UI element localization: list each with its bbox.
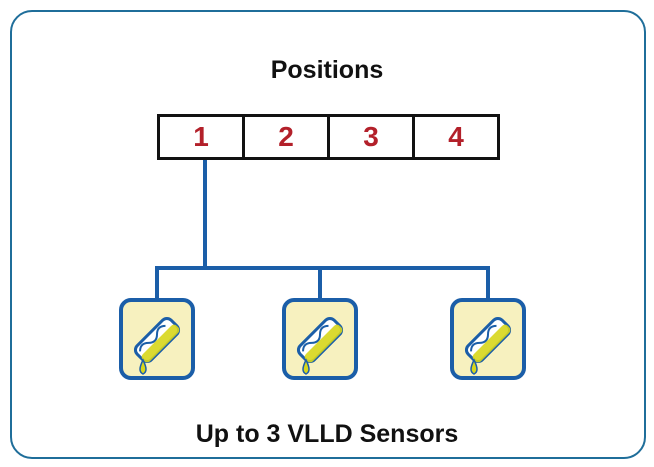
vlld-sensor-icon-3 (450, 298, 526, 380)
position-slot-2: 2 (245, 117, 330, 157)
vlld-sensor-icon-1 (119, 298, 195, 380)
vlld-sensor-icon-2 (282, 298, 358, 380)
position-slot-3: 3 (330, 117, 415, 157)
position-slot-1: 1 (160, 117, 245, 157)
sensors-caption: Up to 3 VLLD Sensors (195, 420, 459, 448)
positions-title: Positions (270, 56, 384, 84)
position-slots: 1 2 3 4 (157, 114, 500, 160)
position-slot-4: 4 (448, 121, 464, 152)
diagram-frame (10, 10, 646, 459)
